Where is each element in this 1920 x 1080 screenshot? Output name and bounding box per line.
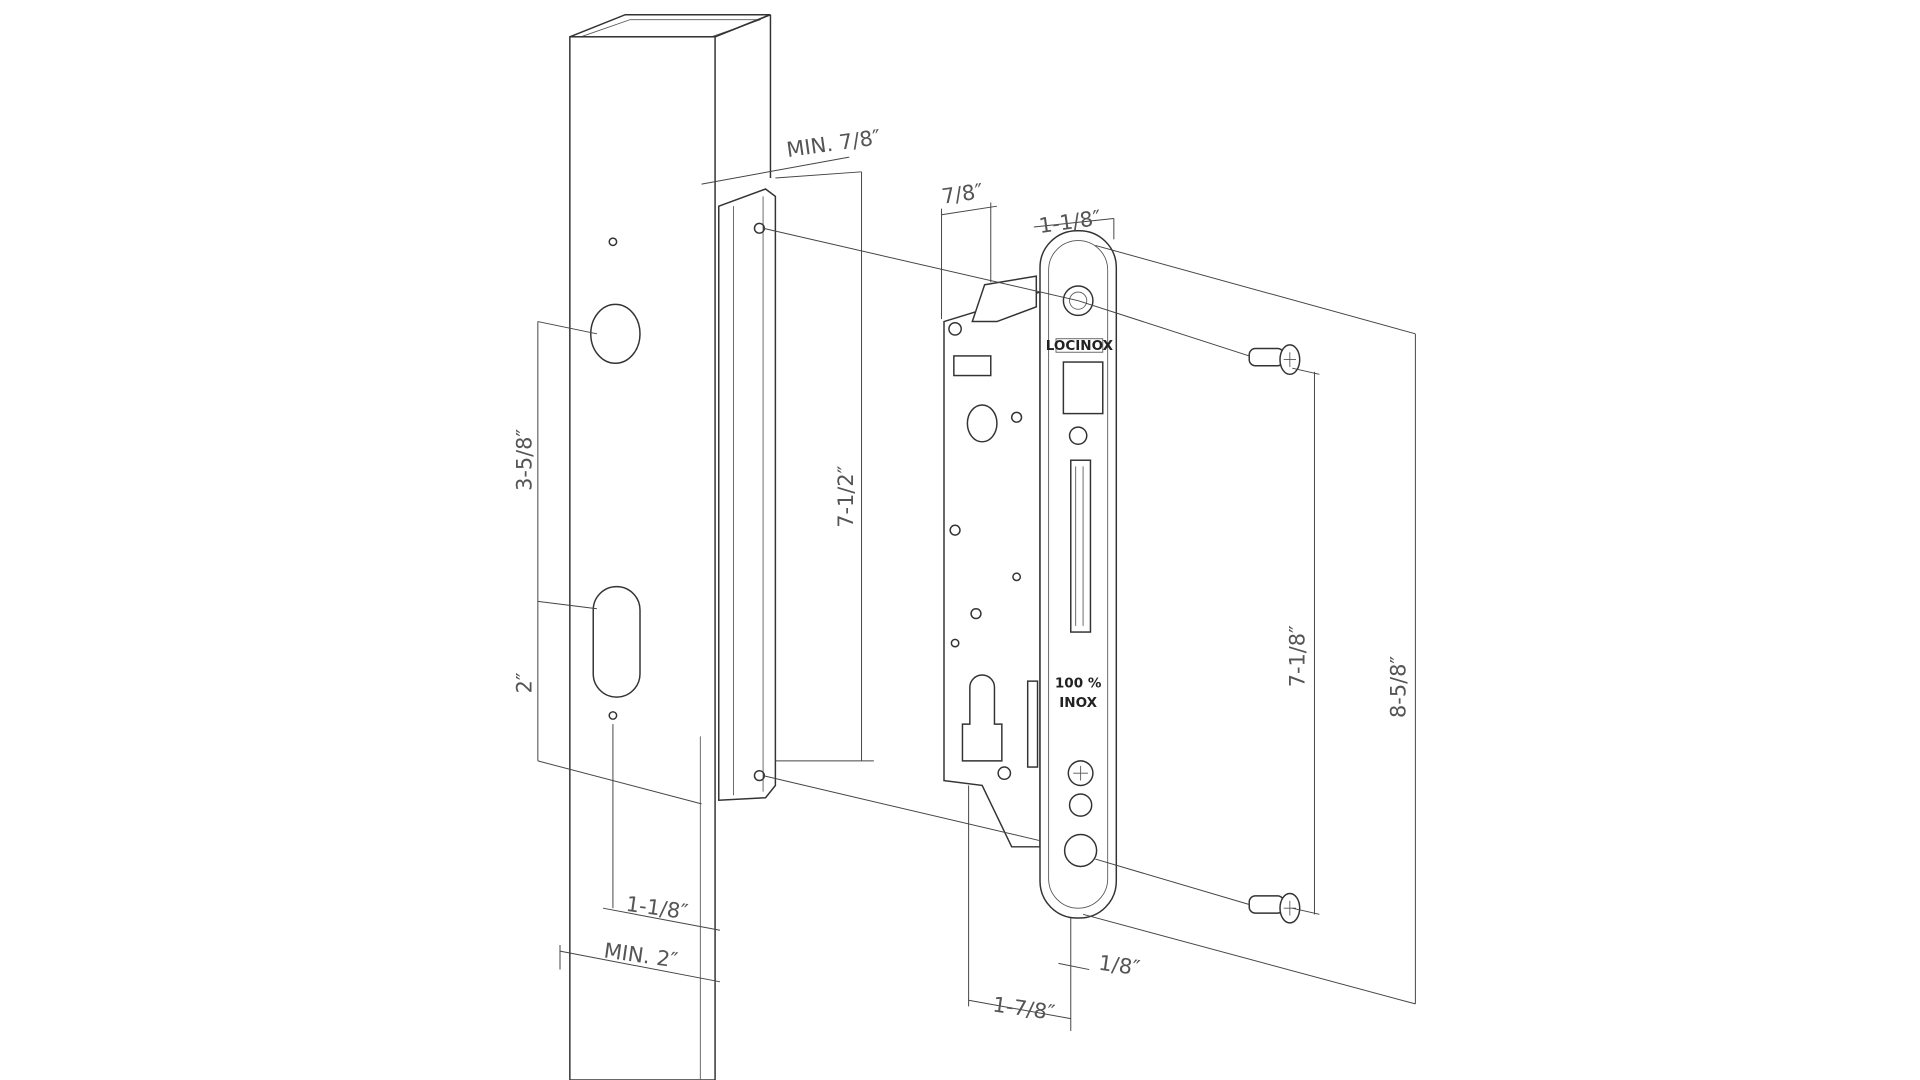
- dim-screw-spacing: 7-1/8″: [1286, 625, 1310, 687]
- brand-logo: LOCINOX: [1046, 338, 1114, 354]
- dim-faceplate-height: 8-5/8″: [1387, 656, 1411, 718]
- lock-body: [943, 275, 1041, 848]
- faceplate: LOCINOX 100 % INOX: [1039, 229, 1118, 919]
- dim-min-wall: MIN. 7/8″: [785, 125, 882, 162]
- dim-hole-spacing: 3-5/8″: [513, 429, 537, 491]
- screw-icon: [1248, 892, 1301, 924]
- dimension-lines: [537, 156, 1416, 1031]
- mounting-bracket: [718, 188, 777, 801]
- dim-lower-offset: 2″: [513, 672, 537, 693]
- material-label-1: 100 %: [1055, 675, 1102, 691]
- gate-post: [569, 13, 772, 1080]
- dim-lock-depth: 7/8″: [940, 179, 985, 209]
- dim-backset: 1-7/8″: [991, 992, 1056, 1024]
- screw-icon: [1248, 344, 1301, 376]
- screw-icon: [1067, 760, 1094, 787]
- fixing-screws: [1248, 344, 1301, 924]
- material-label-2: INOX: [1059, 695, 1097, 711]
- dim-face-offset: 1/8″: [1097, 951, 1142, 981]
- dim-bracket-height: 7-1/2″: [834, 465, 858, 527]
